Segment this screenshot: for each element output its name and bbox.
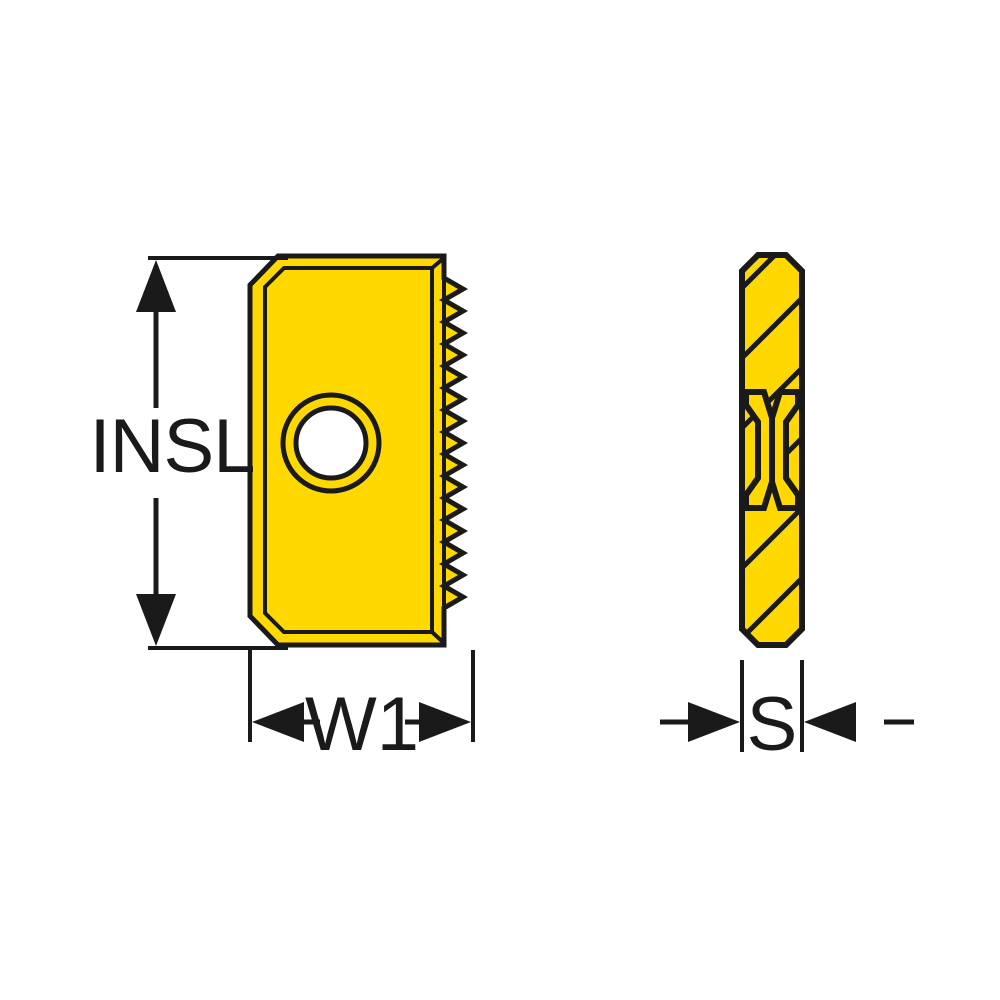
side-view (739, 252, 805, 648)
insl-label: INSL (90, 404, 255, 489)
s-label: S (747, 682, 798, 767)
w1-arrow-left (252, 702, 304, 742)
s-arrow-right (804, 702, 856, 742)
side-view-bore-profile (743, 389, 775, 511)
w1-arrow-right (419, 702, 471, 742)
front-view-corner-bevel-top (430, 256, 446, 270)
w1-label: W1 (305, 682, 419, 767)
dimension-s: S (660, 660, 914, 767)
s-arrow-left (688, 702, 740, 742)
insl-arrow-top (136, 260, 176, 312)
insl-arrow-bottom (136, 594, 176, 646)
bore-hole-circle (293, 405, 369, 481)
side-view-bore-profile-mirror (769, 389, 801, 511)
dimension-insl: INSL (90, 256, 288, 650)
front-view-corner-bevel-bottom (430, 630, 446, 645)
front-view (247, 253, 468, 648)
dimension-w1: W1 (248, 650, 475, 767)
